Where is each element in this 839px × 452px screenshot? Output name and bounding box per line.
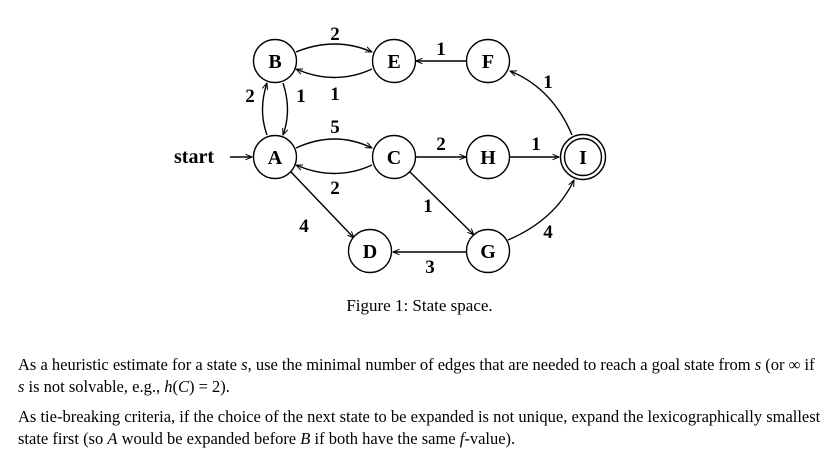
edge-A-D bbox=[290, 171, 354, 238]
text-run: would be expanded before bbox=[117, 429, 301, 448]
weight-G-D: 3 bbox=[425, 257, 435, 278]
text-run: is not solvable, e.g., bbox=[24, 377, 165, 396]
weight-H-I: 1 bbox=[531, 134, 541, 155]
weight-B-A: 1 bbox=[296, 86, 306, 107]
svg-text:B: B bbox=[268, 51, 281, 73]
text-run: As tie-breaking criteria, if the choice … bbox=[18, 407, 821, 448]
text-run: ) = 2). bbox=[188, 377, 230, 396]
text-run: if both have the same bbox=[310, 429, 460, 448]
svg-text:C: C bbox=[387, 147, 401, 169]
weight-B-E: 2 bbox=[330, 24, 340, 45]
weight-F-E: 1 bbox=[436, 39, 446, 60]
weight-E-B: 1 bbox=[330, 84, 340, 105]
weight-A-D: 4 bbox=[299, 216, 309, 237]
weight-C-A: 2 bbox=[330, 178, 340, 199]
math-var: A bbox=[107, 429, 118, 448]
weight-A-B: 2 bbox=[245, 86, 255, 107]
edge-C-A bbox=[296, 164, 373, 175]
start-label: start bbox=[174, 146, 214, 168]
node-A: A bbox=[252, 134, 298, 180]
math-var: B bbox=[300, 429, 311, 448]
math-var: h bbox=[164, 377, 173, 396]
math-var: s bbox=[18, 377, 25, 396]
node-E: E bbox=[371, 38, 417, 84]
weight-I-F: 1 bbox=[543, 72, 553, 93]
edge-G-I bbox=[507, 180, 575, 241]
text-run: , use the minimal number of edges that a… bbox=[247, 355, 755, 374]
tie-breaking-paragraph: As tie-breaking criteria, if the choice … bbox=[18, 406, 823, 450]
weight-C-G: 1 bbox=[423, 196, 433, 217]
node-C: C bbox=[371, 134, 417, 180]
node-D: D bbox=[347, 228, 393, 274]
node-F: F bbox=[465, 38, 511, 84]
edge-B-E bbox=[295, 43, 372, 53]
edge-A-B bbox=[261, 83, 268, 136]
math-var: s bbox=[754, 355, 762, 374]
weight-A-C: 5 bbox=[330, 117, 340, 138]
heuristic-paragraph: As a heuristic estimate for a state s, u… bbox=[18, 354, 823, 398]
svg-text:I: I bbox=[579, 147, 587, 169]
svg-text:A: A bbox=[268, 147, 283, 169]
edge-E-B bbox=[296, 68, 373, 79]
edge-C-G bbox=[409, 171, 474, 235]
edge-B-A bbox=[283, 82, 288, 135]
svg-text:H: H bbox=[480, 147, 496, 169]
weight-C-H: 2 bbox=[436, 134, 446, 155]
text-run: -value). bbox=[464, 429, 516, 448]
math-var: f bbox=[459, 429, 465, 448]
edge-A-C bbox=[295, 138, 372, 149]
node-G: G bbox=[465, 228, 511, 274]
node-I-goal: I bbox=[559, 133, 607, 181]
svg-text:F: F bbox=[482, 51, 494, 73]
math-var: s bbox=[241, 355, 248, 374]
svg-text:G: G bbox=[480, 241, 496, 263]
svg-text:E: E bbox=[387, 51, 400, 73]
figure-caption: Figure 1: State space. bbox=[346, 296, 493, 315]
text-run: ( bbox=[172, 377, 178, 396]
math-var: C bbox=[177, 377, 189, 396]
edge-I-F bbox=[510, 70, 573, 136]
text-run: (or ∞ if bbox=[761, 355, 815, 374]
state-space-diagram: start 2 1 1 1 2 1 5 2 2 1 1 4 3 4 B E F … bbox=[174, 24, 607, 278]
weight-G-I: 4 bbox=[543, 222, 553, 243]
node-B: B bbox=[252, 38, 298, 84]
svg-text:D: D bbox=[363, 241, 377, 263]
node-H: H bbox=[465, 134, 511, 180]
text-run: As a heuristic estimate for a state bbox=[18, 355, 242, 374]
